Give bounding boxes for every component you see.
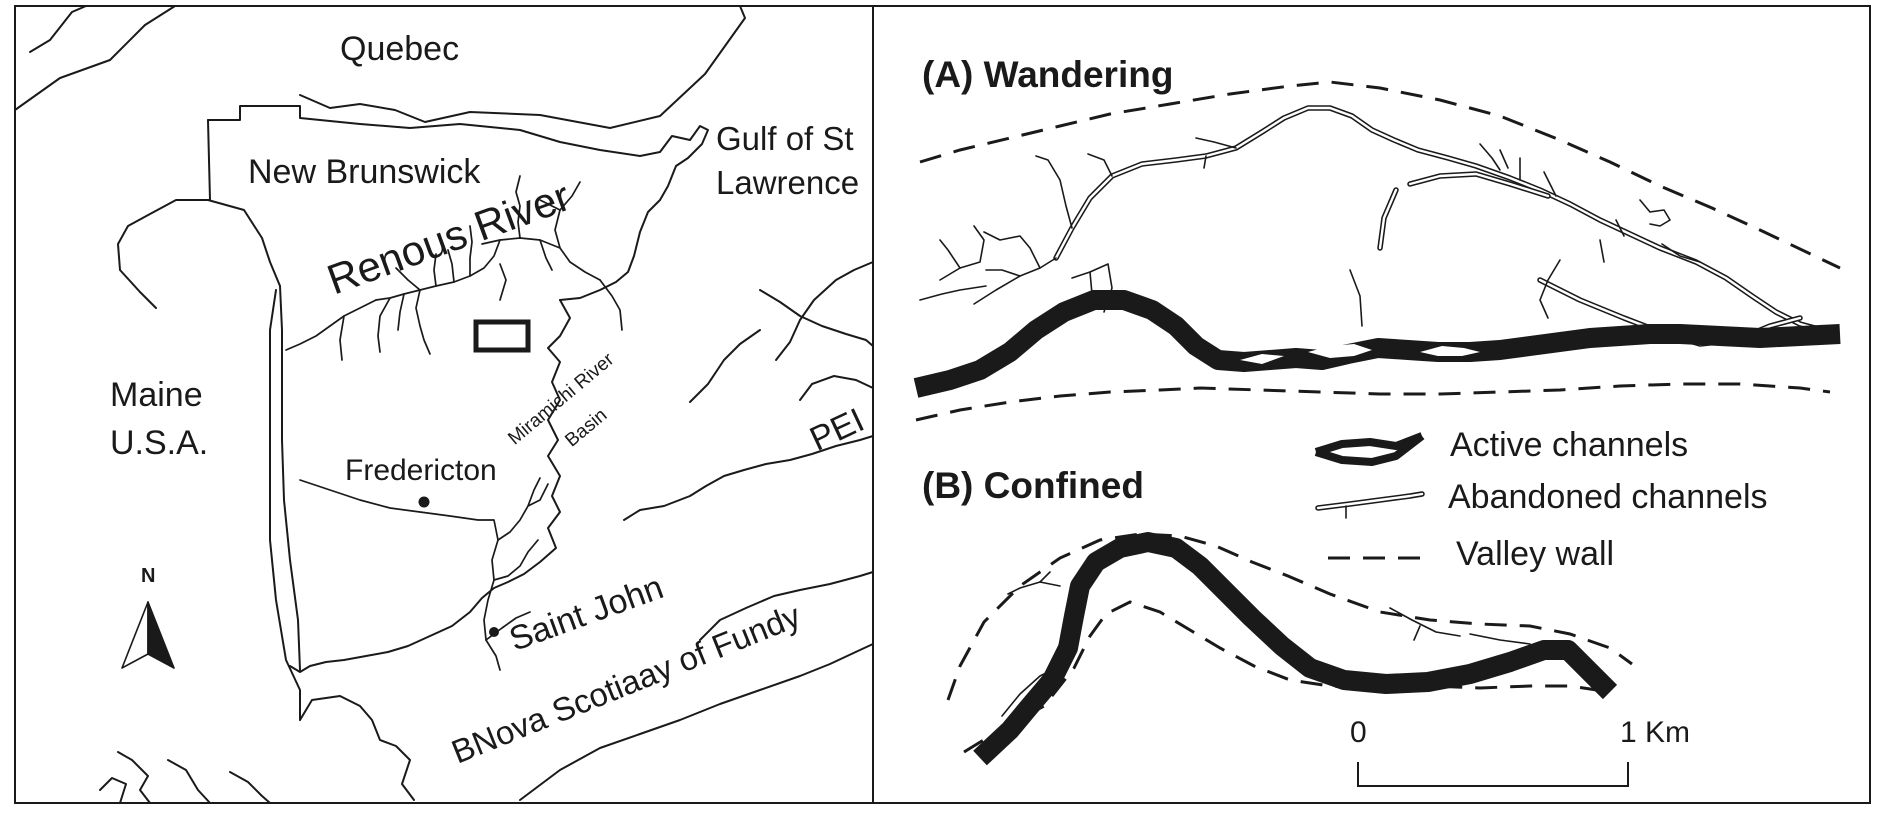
legend-valley-label: Valley wall	[1456, 535, 1615, 573]
confined-valley-walls	[946, 532, 1633, 754]
legend-active-swatch-lower	[1314, 432, 1425, 466]
legend-abandoned-label: Abandoned channels	[1448, 478, 1768, 516]
nova-scotia-coast	[519, 261, 874, 801]
scale-label-end: 1 Km	[1620, 716, 1691, 749]
label-gulf-line2: Lawrence	[716, 164, 860, 201]
legend	[1314, 432, 1425, 560]
renous-river-network	[285, 175, 623, 361]
coastline-quebec	[14, 5, 746, 129]
label-new-brunswick: New Brunswick	[248, 153, 481, 191]
wandering-tributaries	[919, 137, 1701, 327]
saint-john-river	[299, 477, 549, 671]
legend-abandoned-swatch-inner	[1316, 492, 1424, 510]
label-fredericton: Fredericton	[345, 454, 497, 487]
legend-active-swatch	[1314, 432, 1424, 456]
legend-active-label: Active channels	[1450, 426, 1689, 464]
wandering-island-2	[1420, 346, 1480, 356]
label-maine-line1: Maine	[110, 376, 203, 414]
scale-bar	[1357, 762, 1629, 787]
north-arrow-icon	[121, 601, 175, 669]
label-maine-line2: U.S.A.	[110, 424, 209, 462]
wandering-abandoned-channels	[1053, 105, 1833, 347]
maine-coast	[99, 695, 415, 804]
title-confined: (B) Confined	[922, 465, 1144, 506]
new-brunswick-border	[117, 105, 709, 721]
city-dot-saint-john	[489, 627, 499, 637]
confined-tributaries	[1001, 571, 1531, 717]
confined-active-channel	[973, 532, 1618, 766]
pei-outline	[759, 289, 874, 401]
study-area-box	[473, 319, 531, 353]
figure-border	[14, 5, 1871, 804]
wandering-island-1	[1308, 344, 1372, 358]
wandering-active-channel	[913, 290, 1841, 398]
city-dot-fredericton	[418, 496, 430, 508]
label-quebec: Quebec	[340, 30, 460, 68]
label-gulf-line1: Gulf of St	[716, 120, 854, 157]
scale-label-start: 0	[1350, 716, 1367, 749]
title-wandering: (A) Wandering	[922, 54, 1174, 95]
label-north: N	[141, 565, 156, 587]
wandering-valley-walls	[915, 80, 1841, 422]
wandering-island-3	[1240, 354, 1284, 364]
